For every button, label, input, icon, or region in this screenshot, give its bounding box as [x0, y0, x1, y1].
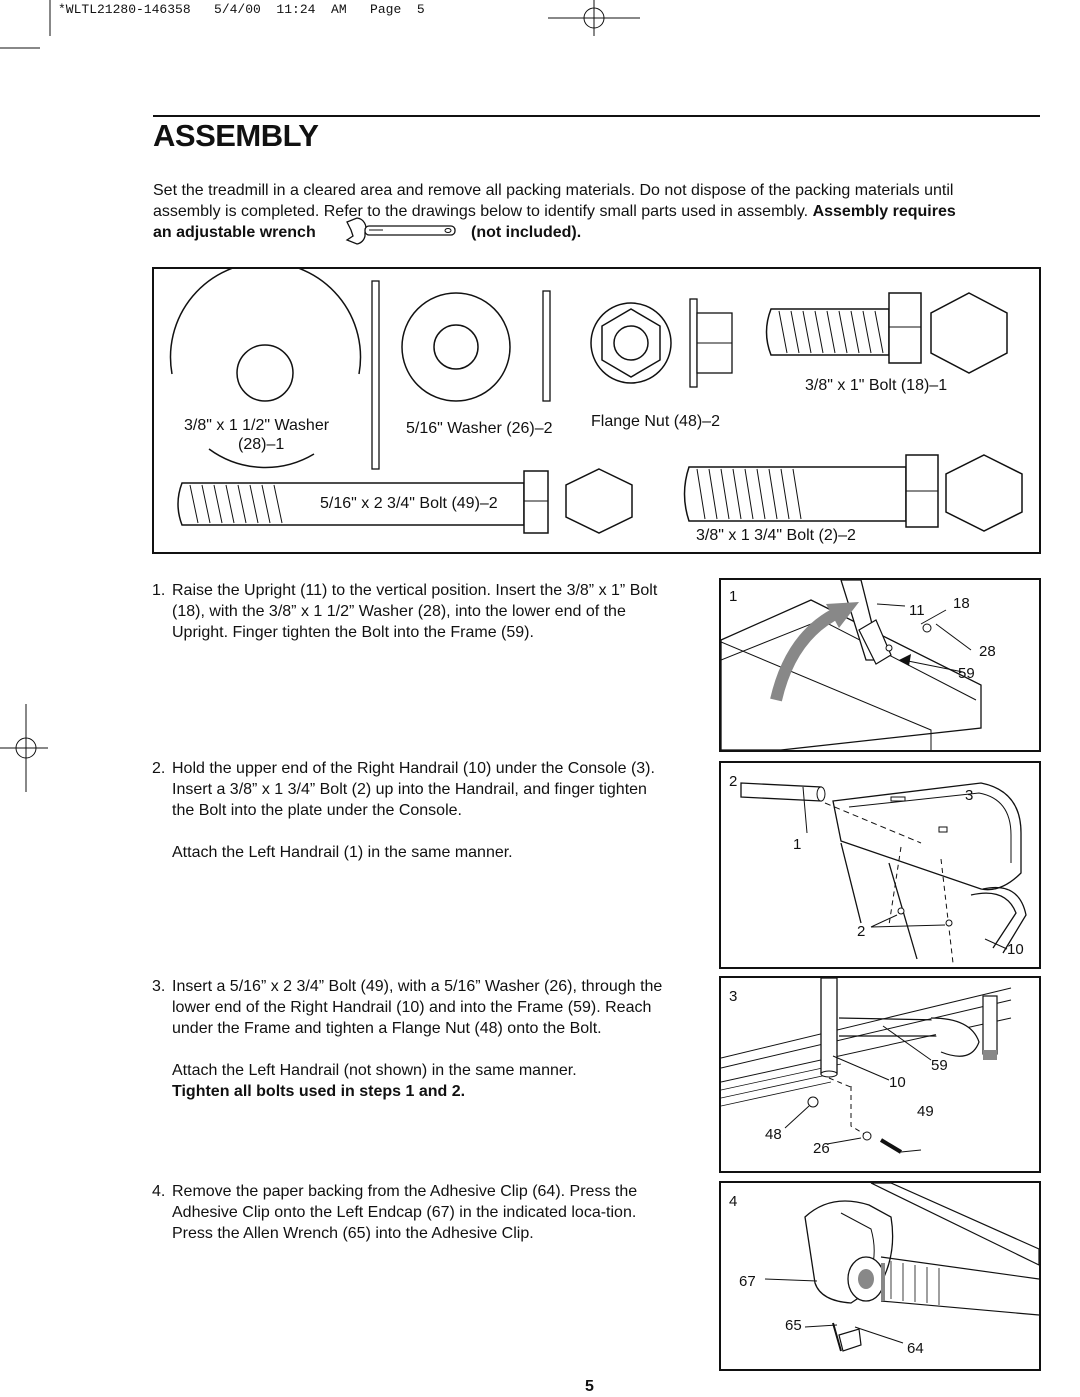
large-washer-edge — [371, 280, 380, 470]
figure-4-drawing — [764, 1183, 1039, 1352]
step-3-subtext: Attach the Left Handrail (not shown) in … — [172, 1062, 577, 1079]
page-number: 5 — [585, 1378, 594, 1395]
figure-3-number: 3 — [729, 988, 738, 1005]
step-3-number: 3. — [152, 978, 166, 995]
figure-3-panel: 3 59 10 49 48 26 — [719, 976, 1041, 1173]
figure-4-label-65: 65 — [785, 1317, 802, 1334]
figure-4-number: 4 — [729, 1193, 738, 1210]
label-large-washer: 3/8" x 1 1/2" Washer — [184, 417, 330, 434]
adjustable-wrench-icon — [345, 217, 456, 245]
flange-nut-drawing — [590, 298, 733, 388]
small-washer-drawing — [401, 292, 511, 402]
step-1: 1. Raise the Upright (11) to the vertica… — [152, 580, 672, 643]
step-2-text: Hold the upper end of the Right Handrail… — [172, 760, 655, 819]
figure-1-label-11: 11 — [909, 602, 925, 619]
wrench-label: an adjustable wrench — [153, 224, 316, 241]
small-washer-edge — [542, 290, 551, 402]
figure-3-label-49: 49 — [917, 1103, 934, 1120]
step-3-bold-note: Tighten all bolts used in steps 1 and 2. — [172, 1083, 466, 1100]
figure-4-label-67: 67 — [739, 1273, 756, 1290]
step-1-number: 1. — [152, 582, 166, 599]
step-3: 3. Insert a 5/16” x 2 3/4” Bolt (49), wi… — [152, 976, 672, 1102]
label-bolt-2: 3/8" x 1 3/4" Bolt (2)–2 — [696, 527, 856, 544]
step-1-text: Raise the Upright (11) to the vertical p… — [172, 582, 658, 641]
label-small-washer: 5/16" Washer (26)–2 — [406, 420, 553, 437]
figure-3-label-59: 59 — [931, 1057, 948, 1074]
figure-2-number: 2 — [729, 773, 738, 790]
step-2-number: 2. — [152, 760, 166, 777]
figure-2-drawing — [740, 782, 1027, 964]
figure-2-label-2: 2 — [857, 923, 866, 940]
print-slug: *WLTL21280-146358 5/4/00 11:24 AM Page 5 — [58, 2, 425, 17]
figure-3-label-10: 10 — [889, 1074, 906, 1091]
step-4-text: Remove the paper backing from the Adhesi… — [172, 1183, 638, 1242]
figure-1-drawing — [721, 580, 982, 750]
title-rule — [153, 115, 1040, 117]
step-2-subtext: Attach the Left Handrail (1) in the same… — [172, 844, 513, 861]
figure-1-number: 1 — [729, 588, 738, 605]
not-included-label: (not included). — [471, 224, 582, 241]
label-large-washer-qty: (28)–1 — [238, 436, 285, 453]
figure-4-panel: 4 67 65 64 — [719, 1181, 1041, 1371]
figure-3-label-48: 48 — [765, 1126, 782, 1143]
figure-1-panel: 1 11 18 28 59 — [719, 578, 1041, 752]
figure-2-label-10: 10 — [1007, 941, 1024, 958]
step-3-text: Insert a 5/16” x 2 3/4” Bolt (49), with … — [172, 978, 663, 1037]
figure-4-label-64: 64 — [907, 1340, 924, 1357]
figure-3-label-26: 26 — [813, 1140, 830, 1157]
intro-line-2: assembly is completed. Refer to the draw… — [153, 203, 956, 220]
figure-3-drawing — [721, 978, 1012, 1154]
step-2: 2. Hold the upper end of the Right Handr… — [152, 758, 672, 863]
figure-1-label-59: 59 — [958, 665, 975, 682]
bolt-18-drawing — [765, 292, 1008, 374]
figure-2-label-1: 1 — [793, 836, 802, 853]
label-flange-nut: Flange Nut (48)–2 — [591, 413, 720, 430]
intro-line-1: Set the treadmill in a cleared area and … — [153, 182, 954, 199]
intro-paragraph: Set the treadmill in a cleared area and … — [153, 180, 1033, 245]
step-4: 4. Remove the paper backing from the Adh… — [152, 1181, 672, 1244]
figure-1-label-18: 18 — [953, 595, 970, 612]
page-title: ASSEMBLY — [153, 118, 319, 153]
figure-2-panel: 2 3 1 2 10 — [719, 761, 1041, 969]
parts-box: 3/8" x 1 1/2" Washer (28)–1 5/16" Washer… — [152, 261, 1041, 554]
step-4-number: 4. — [152, 1183, 166, 1200]
bolt-2-drawing — [683, 454, 1023, 532]
figure-2-label-3: 3 — [965, 787, 974, 804]
intro-line-3: an adjustable wrench (not included). — [153, 217, 1033, 245]
label-bolt-49: 5/16" x 2 3/4" Bolt (49)–2 — [320, 495, 498, 513]
figure-1-label-28: 28 — [979, 643, 996, 660]
parts-drawings — [169, 261, 1023, 534]
label-bolt-18: 3/8" x 1" Bolt (18)–1 — [805, 377, 948, 394]
